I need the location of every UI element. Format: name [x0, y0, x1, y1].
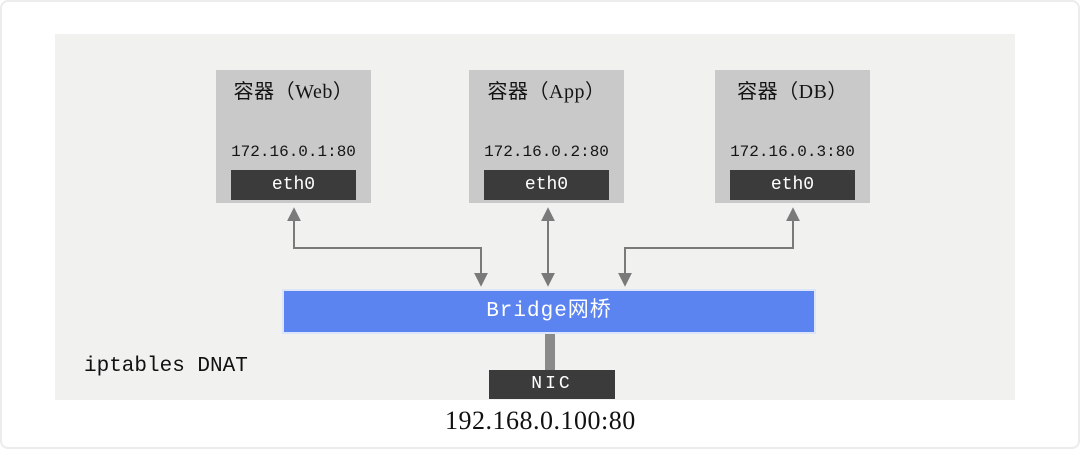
container-title: 容器（DB） — [737, 81, 848, 103]
container-ip: 172.16.0.1:80 — [231, 143, 356, 161]
eth0-interface-box: eth0 — [730, 170, 855, 200]
container-box-web: 容器（Web） 172.16.0.1:80 eth0 — [216, 70, 371, 203]
container-title: 容器（Web） — [233, 81, 354, 103]
iptables-dnat-annotation: iptables DNAT — [84, 355, 248, 378]
nic-box: NIC — [489, 370, 615, 399]
eth0-interface-box: eth0 — [231, 170, 356, 200]
container-title: 容器（App） — [487, 81, 606, 103]
host-address: 192.168.0.100:80 — [445, 406, 636, 435]
container-ip: 172.16.0.2:80 — [484, 143, 609, 161]
container-ip: 172.16.0.3:80 — [730, 143, 855, 161]
eth0-label: eth0 — [271, 175, 316, 195]
container-box-app: 容器（App） 172.16.0.2:80 eth0 — [469, 70, 624, 203]
bridge-bar: Bridge网桥 — [282, 289, 816, 334]
bridge-label: Bridge网桥 — [486, 300, 612, 323]
eth0-label: eth0 — [524, 175, 569, 195]
container-box-db: 容器（DB） 172.16.0.3:80 eth0 — [715, 70, 870, 203]
bridge-nic-connector — [545, 334, 555, 370]
eth0-label: eth0 — [770, 175, 815, 195]
nic-label: NIC — [531, 374, 573, 394]
eth0-interface-box: eth0 — [484, 170, 609, 200]
